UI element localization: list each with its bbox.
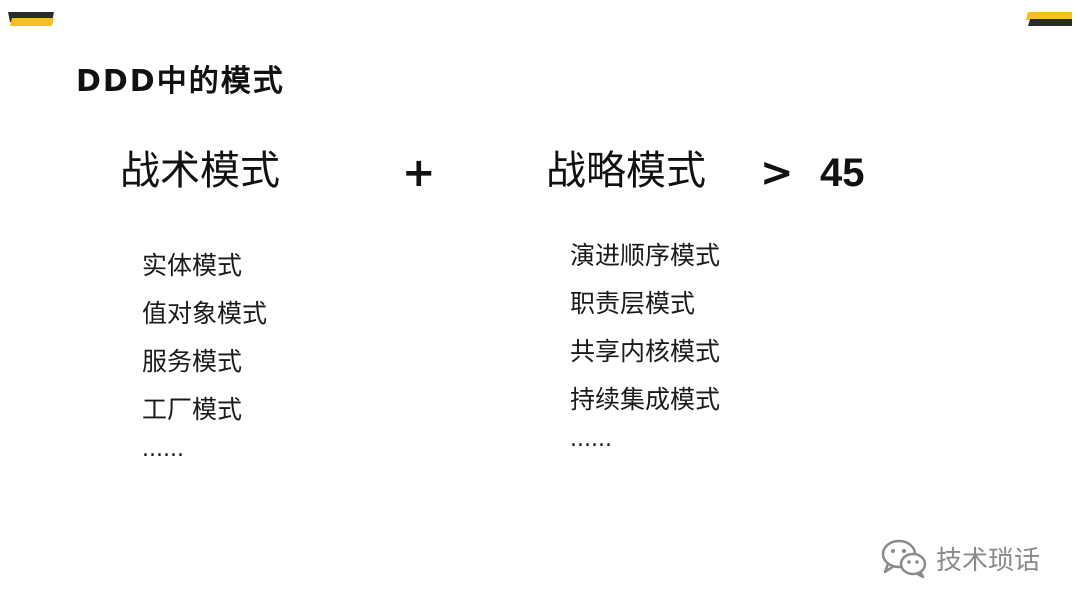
- pattern-count: 45: [820, 151, 865, 195]
- list-item: 工厂模式: [142, 395, 243, 424]
- list-item-ellipsis: ......: [570, 427, 612, 452]
- tactical-patterns-list: 实体模式 值对象模式 服务模式 工厂模式 ......: [142, 248, 267, 488]
- list-item: 共享内核模式: [570, 337, 721, 366]
- slide-title: DDD中的模式: [76, 64, 285, 99]
- strategic-patterns-list: 演进顺序模式 职责层模式 共享内核模式 持续集成模式 ......: [570, 238, 720, 478]
- list-item: 实体模式: [142, 251, 243, 280]
- top-left-accent-decoration: [8, 12, 54, 26]
- list-item: 持续集成模式: [570, 385, 721, 414]
- list-item: 演进顺序模式: [570, 241, 721, 270]
- list-item-ellipsis: ......: [142, 437, 184, 462]
- strategic-patterns-heading: 战略模式: [546, 148, 706, 194]
- watermark: 技术琐话: [880, 538, 1040, 578]
- list-item: 值对象模式: [142, 299, 268, 328]
- list-item: 服务模式: [142, 347, 243, 376]
- watermark-text: 技术琐话: [936, 545, 1041, 576]
- list-item: 职责层模式: [570, 289, 696, 318]
- top-right-accent-decoration: [1026, 12, 1072, 26]
- greater-than-sign: >: [760, 150, 794, 196]
- tactical-patterns-heading: 战术模式: [120, 148, 280, 194]
- plus-sign: +: [402, 150, 436, 196]
- wechat-icon: [881, 539, 927, 578]
